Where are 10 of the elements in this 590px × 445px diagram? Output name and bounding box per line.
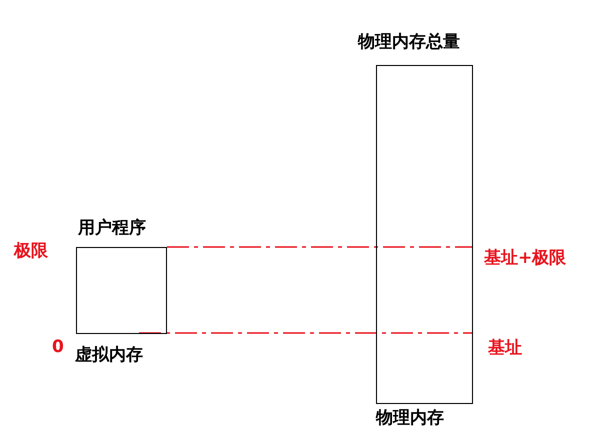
block-title: 物理内存总量 xyxy=(358,32,460,52)
projection-line xyxy=(167,246,473,248)
address-label: 基址+极限 xyxy=(484,248,566,268)
block-caption: 虚拟内存 xyxy=(75,345,143,365)
projection-line xyxy=(139,332,473,334)
address-label: 极限 xyxy=(14,241,48,261)
block-caption: 物理内存 xyxy=(376,408,444,428)
block-title: 用户程序 xyxy=(78,218,146,238)
address-label: 0 xyxy=(52,337,64,357)
address-label: 基址 xyxy=(488,338,522,358)
